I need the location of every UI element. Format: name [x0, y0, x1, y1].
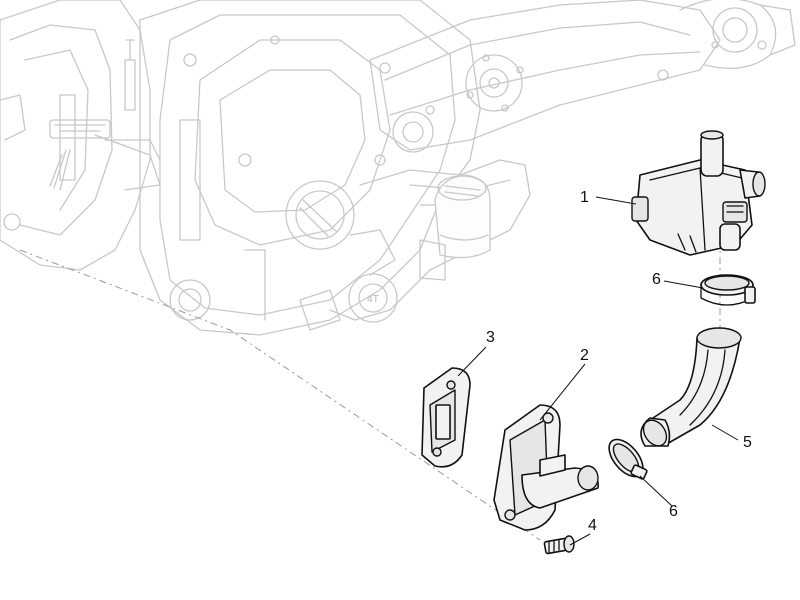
- leader-3: [457, 346, 487, 377]
- engine-4t-badge: 4T: [367, 294, 379, 305]
- part-5-elbow-hose: [640, 327, 742, 447]
- callout-1: 1: [580, 189, 589, 206]
- leader-5: [711, 424, 739, 441]
- callout-5: 5: [743, 434, 752, 451]
- part-2-outlet-flange: [493, 404, 599, 531]
- leader-1: [595, 196, 637, 205]
- engine-block-background: 4T: [0, 0, 796, 336]
- callout-6-upper: 6: [652, 271, 661, 288]
- part-3-gasket: [421, 367, 471, 468]
- callout-labels: 1 2 3 4 5 6 6: [486, 189, 752, 534]
- part-4-bolt: [543, 535, 575, 555]
- part-1-valve: [631, 130, 766, 256]
- leader-4: [569, 533, 591, 546]
- part-6-clamp-lower: [608, 438, 648, 480]
- callout-2: 2: [580, 347, 589, 364]
- leader-lines: [457, 196, 739, 546]
- part-6-clamp-upper: [700, 274, 756, 306]
- callout-3: 3: [486, 329, 495, 346]
- leader-6a: [663, 280, 704, 289]
- callout-6-lower: 6: [669, 503, 678, 520]
- alignment-centerline: [19, 249, 541, 541]
- leader-2: [539, 363, 586, 421]
- callout-4: 4: [588, 517, 597, 534]
- leader-6b: [639, 475, 673, 507]
